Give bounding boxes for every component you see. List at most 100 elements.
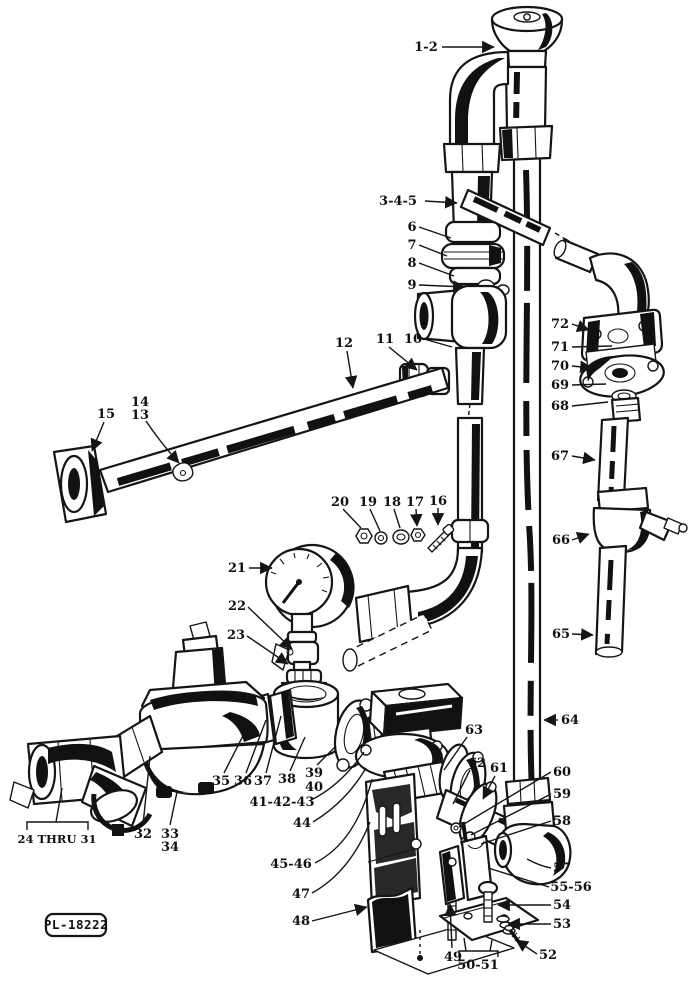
plate-id-box: PL-18222: [44, 912, 108, 938]
callout-54: 54: [497, 898, 571, 913]
callout-label-33: 33: [161, 827, 179, 842]
callout-label-40: 40: [305, 780, 323, 795]
part-supply-pipe: [52, 366, 450, 524]
callout-label-71: 71: [551, 340, 569, 355]
callout-17: 17: [406, 495, 424, 527]
callout-label-47: 47: [292, 887, 310, 902]
callout-label-8: 8: [407, 256, 416, 271]
callout-label-62: 62: [468, 756, 486, 771]
callout-label-9: 9: [407, 278, 416, 293]
callout-21: 21: [228, 561, 273, 576]
callout-label-20: 20: [331, 495, 349, 510]
callout-1-2: 1-2: [414, 40, 495, 55]
callout-38: 38: [278, 736, 306, 787]
callout-72: 72: [551, 317, 590, 332]
callout-9: 9: [407, 278, 466, 293]
part-bottom-elbow: [493, 776, 572, 886]
callout-label-64: 64: [561, 713, 579, 728]
callout-label-21: 21: [228, 561, 246, 576]
callout-48: 48: [292, 903, 368, 929]
callout-68: 68: [551, 399, 609, 414]
callout-label-3-4-5: 3-4-5: [379, 194, 417, 209]
callout-label-53: 53: [553, 917, 571, 932]
callout-label-67: 67: [551, 449, 569, 464]
callout-label-19: 19: [359, 495, 377, 510]
callout-label-18: 18: [383, 495, 401, 510]
callout-33: 33: [161, 791, 179, 842]
callout-14: 14: [131, 395, 149, 410]
callout-53: 53: [507, 917, 571, 932]
callout-50-51: 50-51: [457, 937, 499, 973]
part-fasteners-16-20: [355, 523, 455, 553]
callout-59: 59: [470, 787, 571, 836]
callout-40: 40: [305, 780, 323, 795]
callout-58: 58: [480, 814, 571, 845]
callout-label-15: 15: [97, 407, 115, 422]
callout-label-61: 61: [490, 761, 508, 776]
callout-label-68: 68: [551, 399, 569, 414]
callout-64: 64: [543, 713, 579, 728]
callout-11: 11: [376, 332, 418, 371]
callout-36: 36: [234, 719, 267, 789]
plate-id-label: PL-18222: [44, 917, 108, 932]
callout-69: 69: [551, 378, 607, 393]
callout-45-46: 45-46: [270, 778, 373, 872]
callout-label-16: 16: [429, 494, 447, 509]
part-couplings-6-7-8: [440, 220, 510, 296]
callout-label-12: 12: [335, 336, 353, 351]
part-vacuum-breaker-cap: [490, 5, 564, 162]
callout-67: 67: [551, 449, 596, 465]
callout-label-45-46: 45-46: [270, 857, 312, 872]
callout-60: 60: [458, 765, 571, 828]
callout-24-thru-31: 24 THRU 31: [17, 787, 97, 846]
callout-39: 39: [305, 745, 337, 781]
callout-label-63: 63: [465, 723, 483, 738]
callout-label-60: 60: [553, 765, 571, 780]
callout-label-55-56: 55-56: [550, 880, 592, 895]
callout-label-6: 6: [407, 220, 416, 235]
callout-65: 65: [552, 627, 594, 642]
callout-55-56: 55-56: [487, 867, 592, 895]
callout-10: 10: [404, 332, 453, 348]
callout-label-1-2: 1-2: [414, 40, 438, 55]
callout-23: 23: [227, 628, 289, 665]
callout-15: 15: [90, 407, 115, 452]
callout-label-41-42-43: 41-42-43: [249, 795, 314, 810]
callout-label-36: 36: [234, 774, 252, 789]
callout-label-39: 39: [305, 766, 323, 781]
callout-32: 32: [134, 755, 152, 842]
callout-35: 35: [212, 721, 251, 789]
part-right-column: [553, 236, 688, 658]
callout-label-50-51: 50-51: [457, 958, 499, 973]
callout-20: 20: [331, 495, 362, 529]
callout-label-7: 7: [407, 238, 416, 253]
part-tee-fitting: [413, 284, 508, 421]
callout-label-22: 22: [228, 599, 246, 614]
callout-13: 13: [131, 408, 180, 464]
callout-37: 37: [254, 715, 282, 789]
callout-41-42-43: 41-42-43: [249, 751, 365, 810]
part-solenoid-valve: [354, 682, 487, 818]
plate-id-border: [44, 912, 108, 938]
callout-49: 49: [444, 903, 462, 965]
callout-57: 57: [526, 858, 571, 876]
callout-71: 71: [551, 340, 613, 355]
callout-label-59: 59: [553, 787, 571, 802]
callout-label-11: 11: [376, 332, 394, 347]
callout-label-38: 38: [278, 772, 296, 787]
callout-label-57: 57: [553, 861, 571, 876]
callout-label-35: 35: [212, 774, 230, 789]
callout-label-10: 10: [404, 332, 422, 347]
callout-label-58: 58: [553, 814, 571, 829]
callout-label-48: 48: [292, 914, 310, 929]
part-pressure-regulator: [102, 621, 269, 798]
callout-label-13: 13: [131, 408, 149, 423]
callout-label-49: 49: [444, 950, 462, 965]
callout-70: 70: [551, 359, 593, 374]
callout-63: 63: [443, 723, 483, 771]
callout-label-14: 14: [131, 395, 149, 410]
callout-label-65: 65: [552, 627, 570, 642]
callout-3-4-5: 3-4-5: [379, 194, 458, 209]
